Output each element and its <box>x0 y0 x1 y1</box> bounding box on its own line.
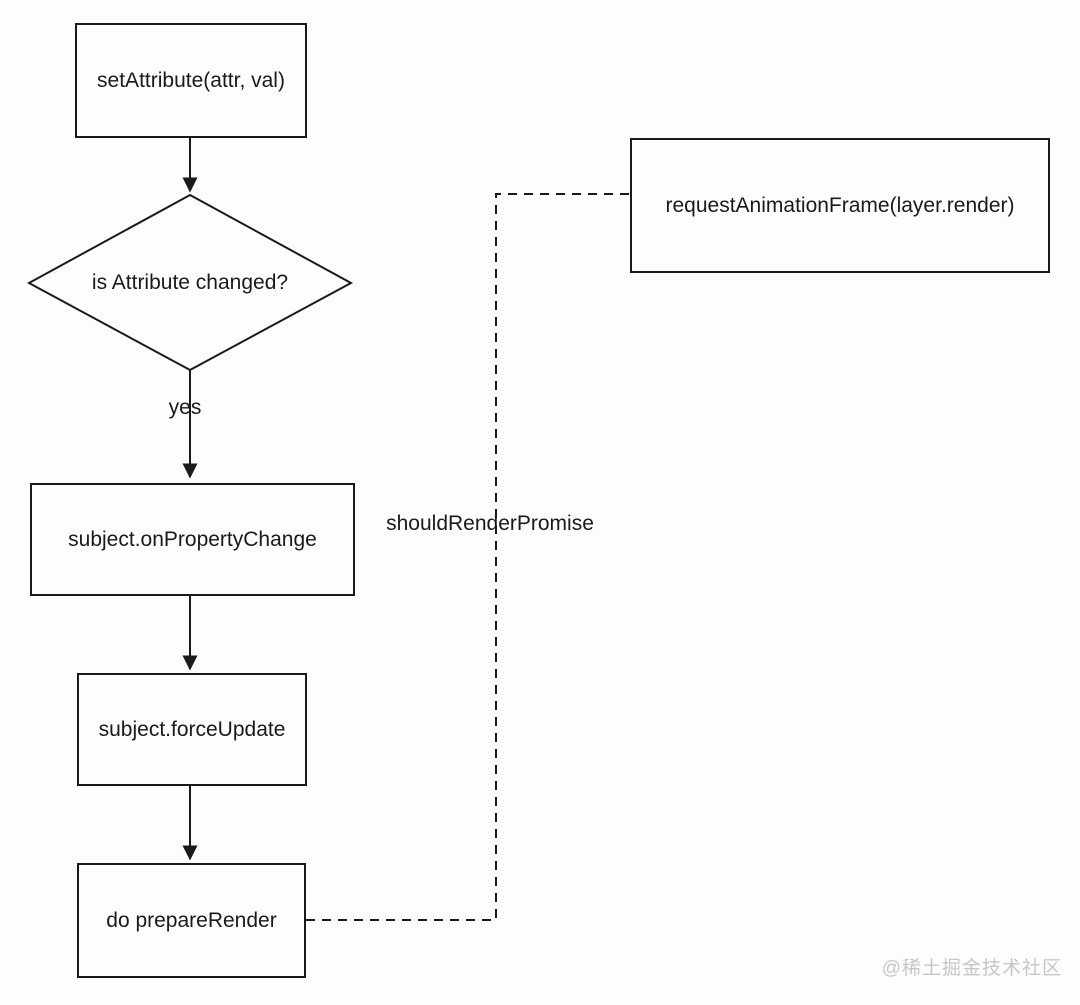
edge-label-should-render-promise: shouldRenderPromise <box>386 512 594 535</box>
node-on-property-change: subject.onPropertyChange <box>30 483 355 596</box>
node-set-attribute-label: setAttribute(attr, val) <box>97 68 285 92</box>
node-request-animation-frame-label: requestAnimationFrame(layer.render) <box>665 193 1015 217</box>
node-force-update-label: subject.forceUpdate <box>98 717 286 741</box>
edge-label-yes: yes <box>168 396 202 419</box>
node-request-animation-frame: requestAnimationFrame(layer.render) <box>630 138 1050 273</box>
watermark-text: @稀土掘金技术社区 <box>881 958 1062 979</box>
decision-diamond-shape <box>26 193 354 372</box>
node-on-property-change-label: subject.onPropertyChange <box>68 527 317 551</box>
edge-preparerender-to-raf-dashed <box>306 193 630 921</box>
node-prepare-render-label: do prepareRender <box>106 908 277 932</box>
node-force-update: subject.forceUpdate <box>77 673 307 786</box>
node-set-attribute: setAttribute(attr, val) <box>75 23 307 138</box>
node-prepare-render: do prepareRender <box>77 863 306 978</box>
